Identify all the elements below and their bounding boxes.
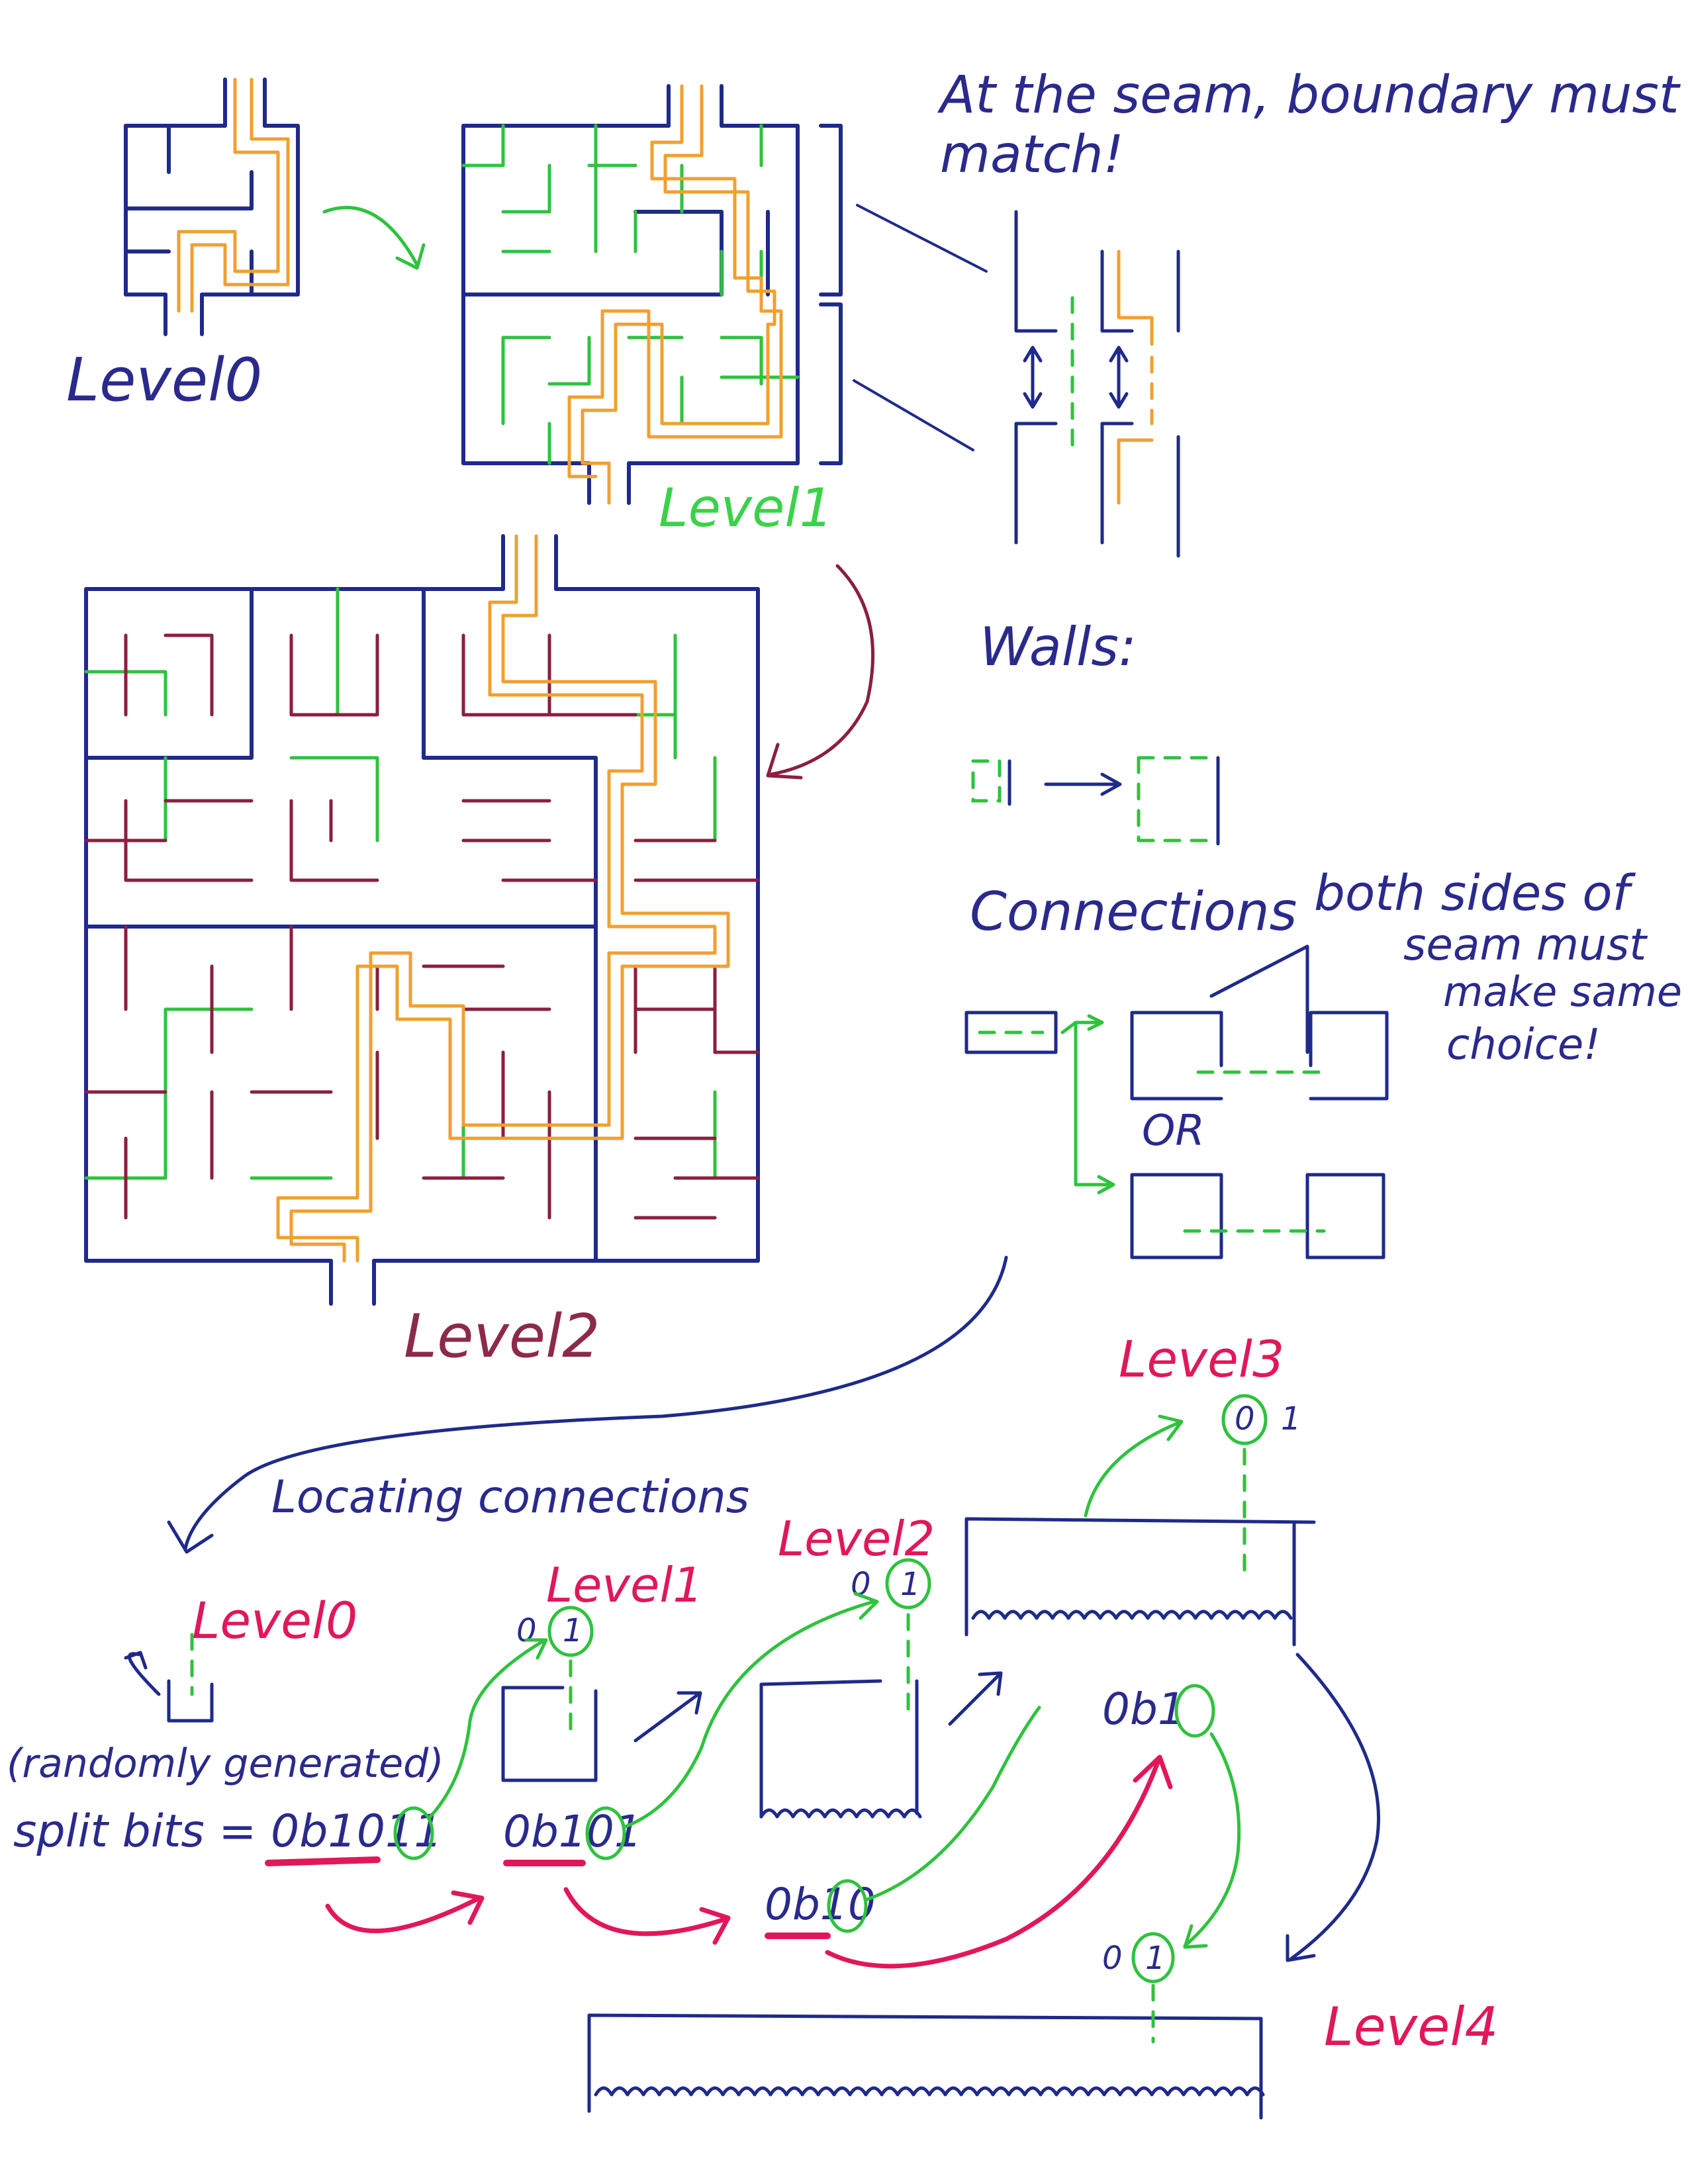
seam-note-line1: At the seam, boundary must — [937, 66, 1681, 125]
bits-l3-circle — [1174, 1684, 1215, 1738]
l2-choice-one: 1 — [900, 1566, 921, 1603]
level0-maze — [124, 77, 300, 336]
arrow-level0-to-level1 — [322, 206, 426, 270]
arrow-bits3-to-l4 — [1183, 1732, 1241, 1949]
split-bits: split bits = 0b1011 — [13, 1805, 443, 1858]
level2-maze — [84, 534, 760, 1306]
connections-illustration — [964, 944, 1389, 1259]
arrow-bits2-to-l3 — [865, 1706, 1041, 1901]
seam-zoom-line-top — [856, 204, 988, 273]
arrow-l3-box-to-l3-choice — [1084, 1414, 1184, 1518]
label-bottom-level3: Level3 — [1119, 1330, 1284, 1388]
bits-l2: 0b10 — [765, 1879, 876, 1930]
l3-choice-one: 1 — [1281, 1400, 1301, 1437]
arrow-level1-to-level2 — [766, 564, 874, 780]
label-connections: Connections — [970, 881, 1297, 942]
l3-choice-circle — [1221, 1394, 1268, 1445]
l2-box — [759, 1679, 922, 1819]
pink-arrow-bits1-to-bits2 — [563, 1887, 731, 1945]
both-sides-line4: choice! — [1446, 1021, 1601, 1069]
label-or: OR — [1142, 1107, 1205, 1156]
label-bottom-level2: Level2 — [778, 1511, 935, 1567]
label-walls: Walls: — [980, 616, 1137, 678]
seam-detail — [1014, 210, 1180, 558]
label-level2-top: Level2 — [404, 1302, 600, 1371]
l1-choice-zero: 0 — [516, 1612, 537, 1649]
chain-level0-box — [124, 1633, 214, 1723]
both-sides-line2: seam must — [1403, 919, 1648, 970]
split-bits-underline — [265, 1856, 381, 1866]
both-sides-line3: make same — [1443, 968, 1682, 1016]
l4-box — [587, 2013, 1265, 2120]
label-locating: Locating connections — [271, 1471, 749, 1524]
label-bottom-level1: Level1 — [546, 1557, 703, 1613]
walls-illustration — [971, 756, 1220, 846]
level1-maze — [461, 84, 843, 505]
label-bottom-level4: Level4 — [1324, 1996, 1498, 2058]
bits-l1-circle — [585, 1806, 626, 1860]
random-note: (randomly generated) — [7, 1741, 444, 1787]
label-bottom-level0: Level0 — [192, 1591, 357, 1650]
pink-arrow-bits0-to-bits1 — [325, 1890, 485, 1934]
l1-choice-one: 1 — [563, 1612, 583, 1649]
arrow-l1-box-to-l2 — [633, 1691, 702, 1743]
split-bits-circle — [393, 1806, 434, 1860]
label-level1-top: Level1 — [659, 477, 833, 539]
seam-zoom-line-bottom — [853, 379, 974, 451]
pink-arrow-bits2-to-bits3 — [825, 1754, 1173, 1969]
arrow-to-locating — [167, 1255, 1008, 1554]
arrow-l3-box-to-l4 — [1286, 1653, 1380, 1962]
arrow-bits0-to-l1 — [428, 1638, 548, 1819]
bits-l3: 0b1 — [1102, 1684, 1186, 1735]
l1-box — [501, 1686, 598, 1782]
seam-note-line2: match! — [940, 125, 1124, 185]
l4-choice-circle — [1131, 1932, 1175, 1983]
l2-choice-circle — [885, 1558, 931, 1610]
l4-choice-one: 1 — [1145, 1940, 1166, 1977]
arrow-bits1-to-l2 — [624, 1592, 879, 1829]
l1-choice-circle — [547, 1606, 594, 1657]
bits-l2-circle — [827, 1879, 868, 1933]
arrow-l2-box-to-l3 — [948, 1671, 1003, 1726]
label-level0-top: Level0 — [66, 345, 262, 415]
l4-choice-zero: 0 — [1102, 1940, 1123, 1977]
l3-box — [964, 1517, 1316, 1647]
l3-choice-zero: 0 — [1235, 1400, 1255, 1437]
both-sides-line1: both sides of — [1314, 865, 1636, 922]
